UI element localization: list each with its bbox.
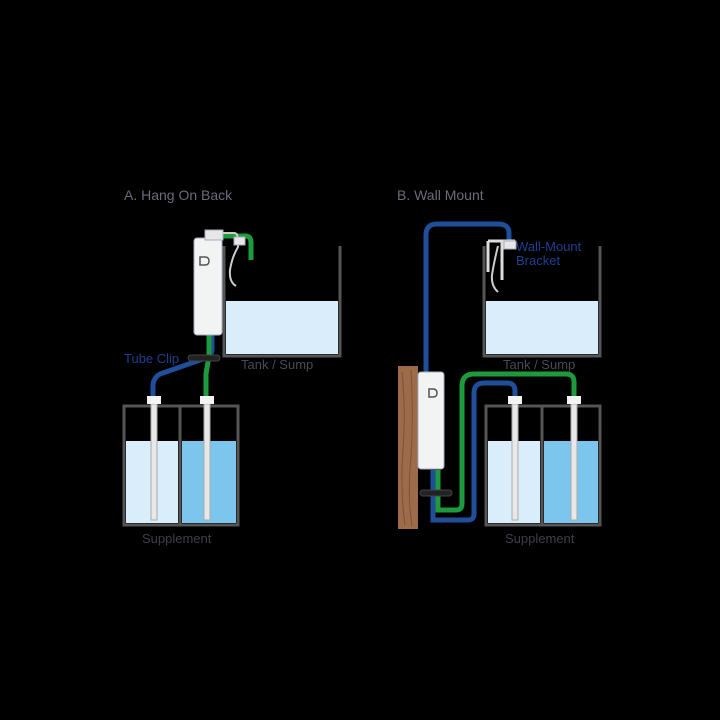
supplement-b-label: Supplement <box>505 531 575 546</box>
tube-blue-b-intake <box>430 380 518 523</box>
unit-cap <box>204 229 224 241</box>
tube-clip-b <box>419 489 453 497</box>
tank-a-water <box>226 301 338 354</box>
bracket-label-line1: Wall-Mount <box>516 239 582 254</box>
panel-hang-on-back: A. Hang On Back Tank / Sump Tube Clip <box>122 187 342 546</box>
tube-green-a-outlet <box>222 233 254 260</box>
cap-a2 <box>200 396 214 404</box>
supplement-b <box>484 396 602 527</box>
panel-b-title: B. Wall Mount <box>397 187 484 203</box>
dosing-unit-icon <box>193 237 223 336</box>
tube-clip-a <box>187 354 221 362</box>
tank-b-label: Tank / Sump <box>503 357 575 372</box>
outlet-fitting <box>233 236 246 246</box>
wood-grain-2 <box>408 369 413 527</box>
panel-wall-mount: B. Wall Mount Tank / Sump Wall <box>397 187 602 546</box>
tank-a <box>222 246 342 358</box>
wood-grain <box>401 371 406 526</box>
tank-b-walls <box>482 246 602 358</box>
cap-a1 <box>147 396 161 404</box>
tube-clip-label: Tube Clip <box>124 351 179 366</box>
bracket-label-line2: Bracket <box>516 253 560 268</box>
intake-pipe-b1 <box>511 403 519 521</box>
supplement-a-label: Supplement <box>142 531 212 546</box>
cap-b2 <box>567 396 581 404</box>
tube-blue-b-overhead <box>423 221 512 375</box>
tank-a-walls <box>222 246 342 358</box>
tube-clip-icon <box>187 354 221 362</box>
tank-b-water <box>486 301 598 354</box>
tube-green-a <box>203 333 212 404</box>
tube-blue-a <box>150 333 215 404</box>
hang-bracket <box>222 232 239 287</box>
dosing-unit-a <box>193 229 246 336</box>
outlet-fitting-b <box>503 240 517 250</box>
intake-pipe-a1 <box>150 403 158 521</box>
bracket-hook <box>490 245 499 293</box>
wood-wall <box>398 366 418 529</box>
intake-pipe-a2 <box>203 403 211 521</box>
panel-a-title: A. Hang On Back <box>124 187 233 203</box>
supplement-a <box>122 396 240 527</box>
intake-pipe-b2 <box>570 403 578 521</box>
tube-clip-icon <box>419 489 453 497</box>
tube-green-b <box>435 371 577 513</box>
logo-mark <box>199 256 210 266</box>
cap-b1 <box>508 396 522 404</box>
dosing-unit-b <box>417 371 445 470</box>
dosing-unit-icon <box>417 371 445 470</box>
tank-b <box>482 246 602 358</box>
tank-a-label: Tank / Sump <box>241 357 313 372</box>
wall-mount-bracket-b <box>486 239 517 293</box>
logo-mark <box>428 388 438 398</box>
